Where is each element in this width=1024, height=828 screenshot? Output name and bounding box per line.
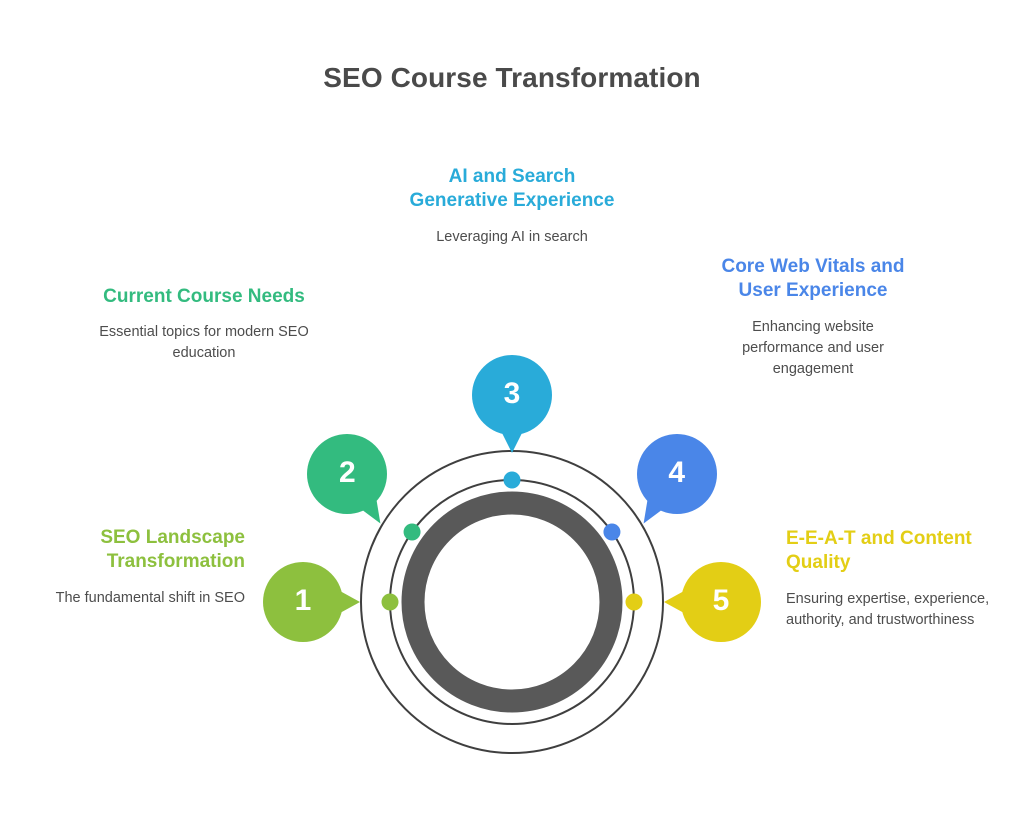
step-dot-2 bbox=[403, 523, 421, 541]
step-number-1: 1 bbox=[294, 584, 312, 617]
page-title: SEO Course Transformation bbox=[323, 62, 701, 93]
step-description-1: The fundamental shift in SEO bbox=[55, 589, 245, 606]
step-number-2: 2 bbox=[338, 456, 356, 490]
step-title-3: AI and Search Generative Experience bbox=[409, 166, 615, 212]
step-title-4: Core Web Vitals and User Experience bbox=[721, 256, 905, 302]
inner-orbit-circle bbox=[389, 479, 635, 725]
step-dot-group bbox=[381, 471, 643, 611]
step-description-2: Essential topics for modern SEO educatio… bbox=[99, 324, 309, 362]
step-bubble-4[interactable]: 4 bbox=[633, 434, 717, 528]
step-number-3: 3 bbox=[503, 377, 521, 410]
step-description-5: Ensuring expertise, experience, authorit… bbox=[786, 590, 990, 628]
bubble-tail-icon bbox=[362, 499, 391, 528]
step-number-5: 5 bbox=[712, 584, 730, 617]
step-bubble-2[interactable]: 2 bbox=[307, 434, 391, 528]
step-title-5: E-E-A-T and Content Quality bbox=[786, 528, 972, 574]
bubble-tail-icon bbox=[633, 499, 662, 528]
step-number-4: 4 bbox=[668, 456, 686, 490]
step-dot-3 bbox=[503, 471, 521, 489]
step-description-4: Enhancing website performance and user e… bbox=[742, 318, 884, 377]
step-dot-5 bbox=[625, 593, 643, 611]
step-dot-1 bbox=[381, 593, 399, 611]
step-bubble-5[interactable]: 5 bbox=[664, 562, 761, 642]
step-title-2: Current Course Needs bbox=[103, 286, 305, 307]
step-title-1: SEO Landscape Transformation bbox=[100, 527, 245, 573]
step-description-3: Leveraging AI in search bbox=[436, 228, 588, 245]
step-bubble-1[interactable]: 1 bbox=[263, 562, 360, 642]
step-dot-4 bbox=[603, 523, 621, 541]
outer-orbit-circle bbox=[360, 450, 664, 754]
step-bubble-3[interactable]: 3 bbox=[472, 355, 552, 453]
bubble-tail-icon bbox=[340, 591, 360, 613]
core-ring bbox=[401, 491, 623, 713]
bubble-tail-icon bbox=[664, 591, 684, 613]
bubble-tail-icon bbox=[501, 431, 523, 453]
